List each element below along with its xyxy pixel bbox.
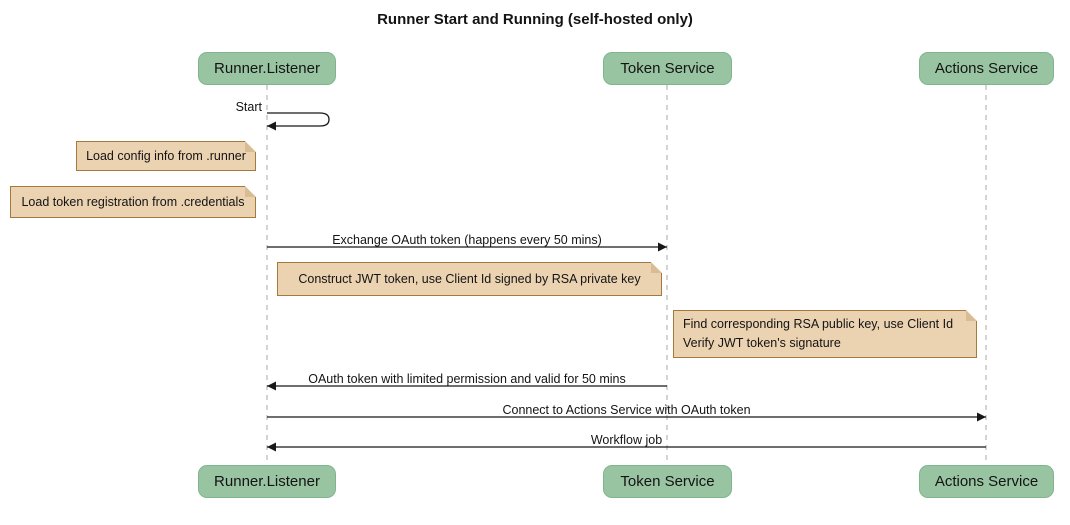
participant-label: Token Service — [620, 60, 715, 77]
participant-label: Token Service — [620, 473, 715, 490]
note-load-config: Load config info from .runner — [76, 141, 256, 171]
note-text: Load token registration from .credential… — [21, 195, 245, 209]
diagram-title: Runner Start and Running (self-hosted on… — [377, 11, 693, 28]
note-text: Load config info from .runner — [86, 149, 246, 163]
participant-token-service-bottom: Token Service — [603, 465, 732, 498]
participant-label: Actions Service — [934, 60, 1039, 77]
message-arrow-start-self — [267, 112, 330, 131]
participant-token-service-top: Token Service — [603, 52, 732, 85]
participant-actions-service-bottom: Actions Service — [919, 465, 1054, 498]
participant-label: Runner.Listener — [214, 60, 320, 77]
message-label-connect: Connect to Actions Service with OAuth to… — [502, 403, 751, 417]
message-label-workflow-job: Workflow job — [590, 433, 663, 447]
participant-label: Runner.Listener — [214, 473, 320, 490]
message-label-exchange-oauth: Exchange OAuth token (happens every 50 m… — [332, 233, 602, 247]
message-label-start: Start — [235, 100, 262, 114]
note-verify-jwt: Find corresponding RSA public key, use C… — [673, 310, 977, 358]
participant-runner-listener-top: Runner.Listener — [198, 52, 336, 85]
note-text-line1: Find corresponding RSA public key, use C… — [683, 317, 954, 331]
note-text-line2: Verify JWT token's signature — [683, 336, 841, 350]
participant-runner-listener-bottom: Runner.Listener — [198, 465, 336, 498]
note-load-token-registration: Load token registration from .credential… — [10, 186, 256, 218]
note-text: Construct JWT token, use Client Id signe… — [298, 272, 641, 286]
note-construct-jwt: Construct JWT token, use Client Id signe… — [277, 262, 662, 296]
participant-label: Actions Service — [934, 473, 1039, 490]
message-label-oauth-token: OAuth token with limited permission and … — [308, 372, 626, 386]
participant-actions-service-top: Actions Service — [919, 52, 1054, 85]
